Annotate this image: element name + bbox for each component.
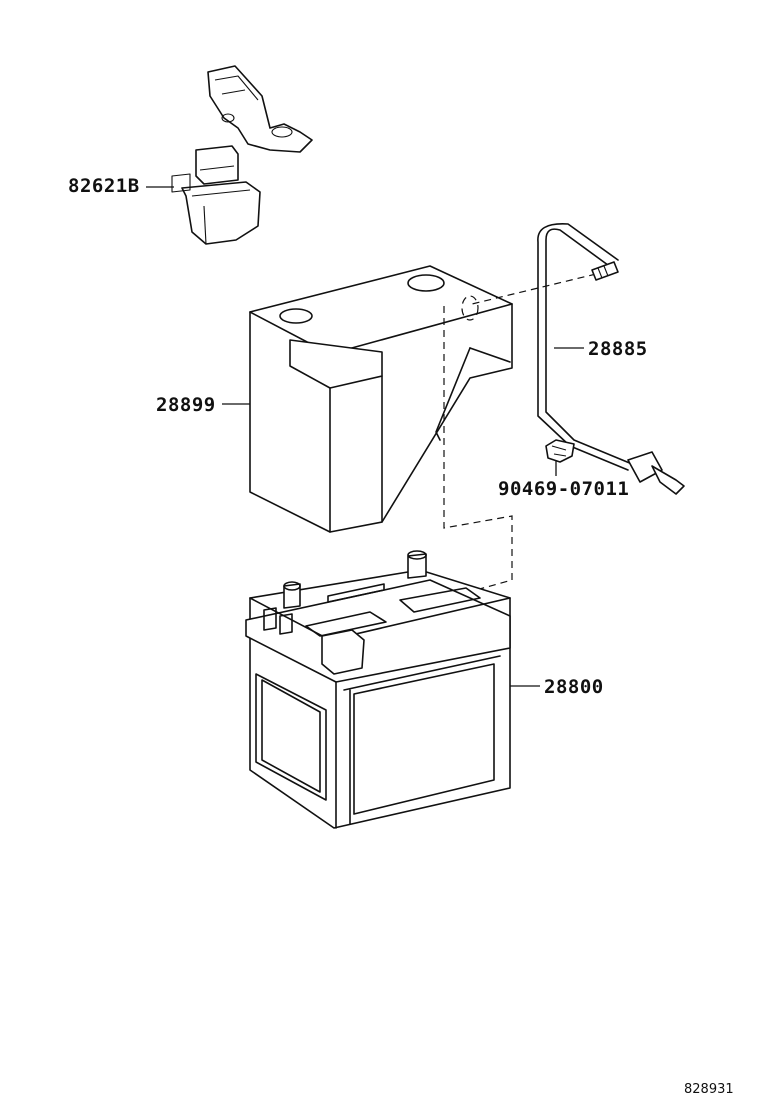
label-vent-tube: 28885 xyxy=(588,338,648,360)
battery-part xyxy=(245,550,511,829)
label-battery-cover: 28899 xyxy=(156,394,216,416)
vent-tube-part xyxy=(537,223,685,495)
label-battery: 28800 xyxy=(544,676,604,698)
terminal-clamp-part xyxy=(171,65,313,245)
label-terminal-clamp: 82621B xyxy=(68,175,140,197)
battery-cover-part xyxy=(249,265,513,533)
label-clip: 90469-07011 xyxy=(498,478,630,500)
diagram-reference-number: 828931 xyxy=(684,1082,734,1097)
clip-part xyxy=(545,439,575,463)
alignment-dashed-lines xyxy=(443,273,597,591)
